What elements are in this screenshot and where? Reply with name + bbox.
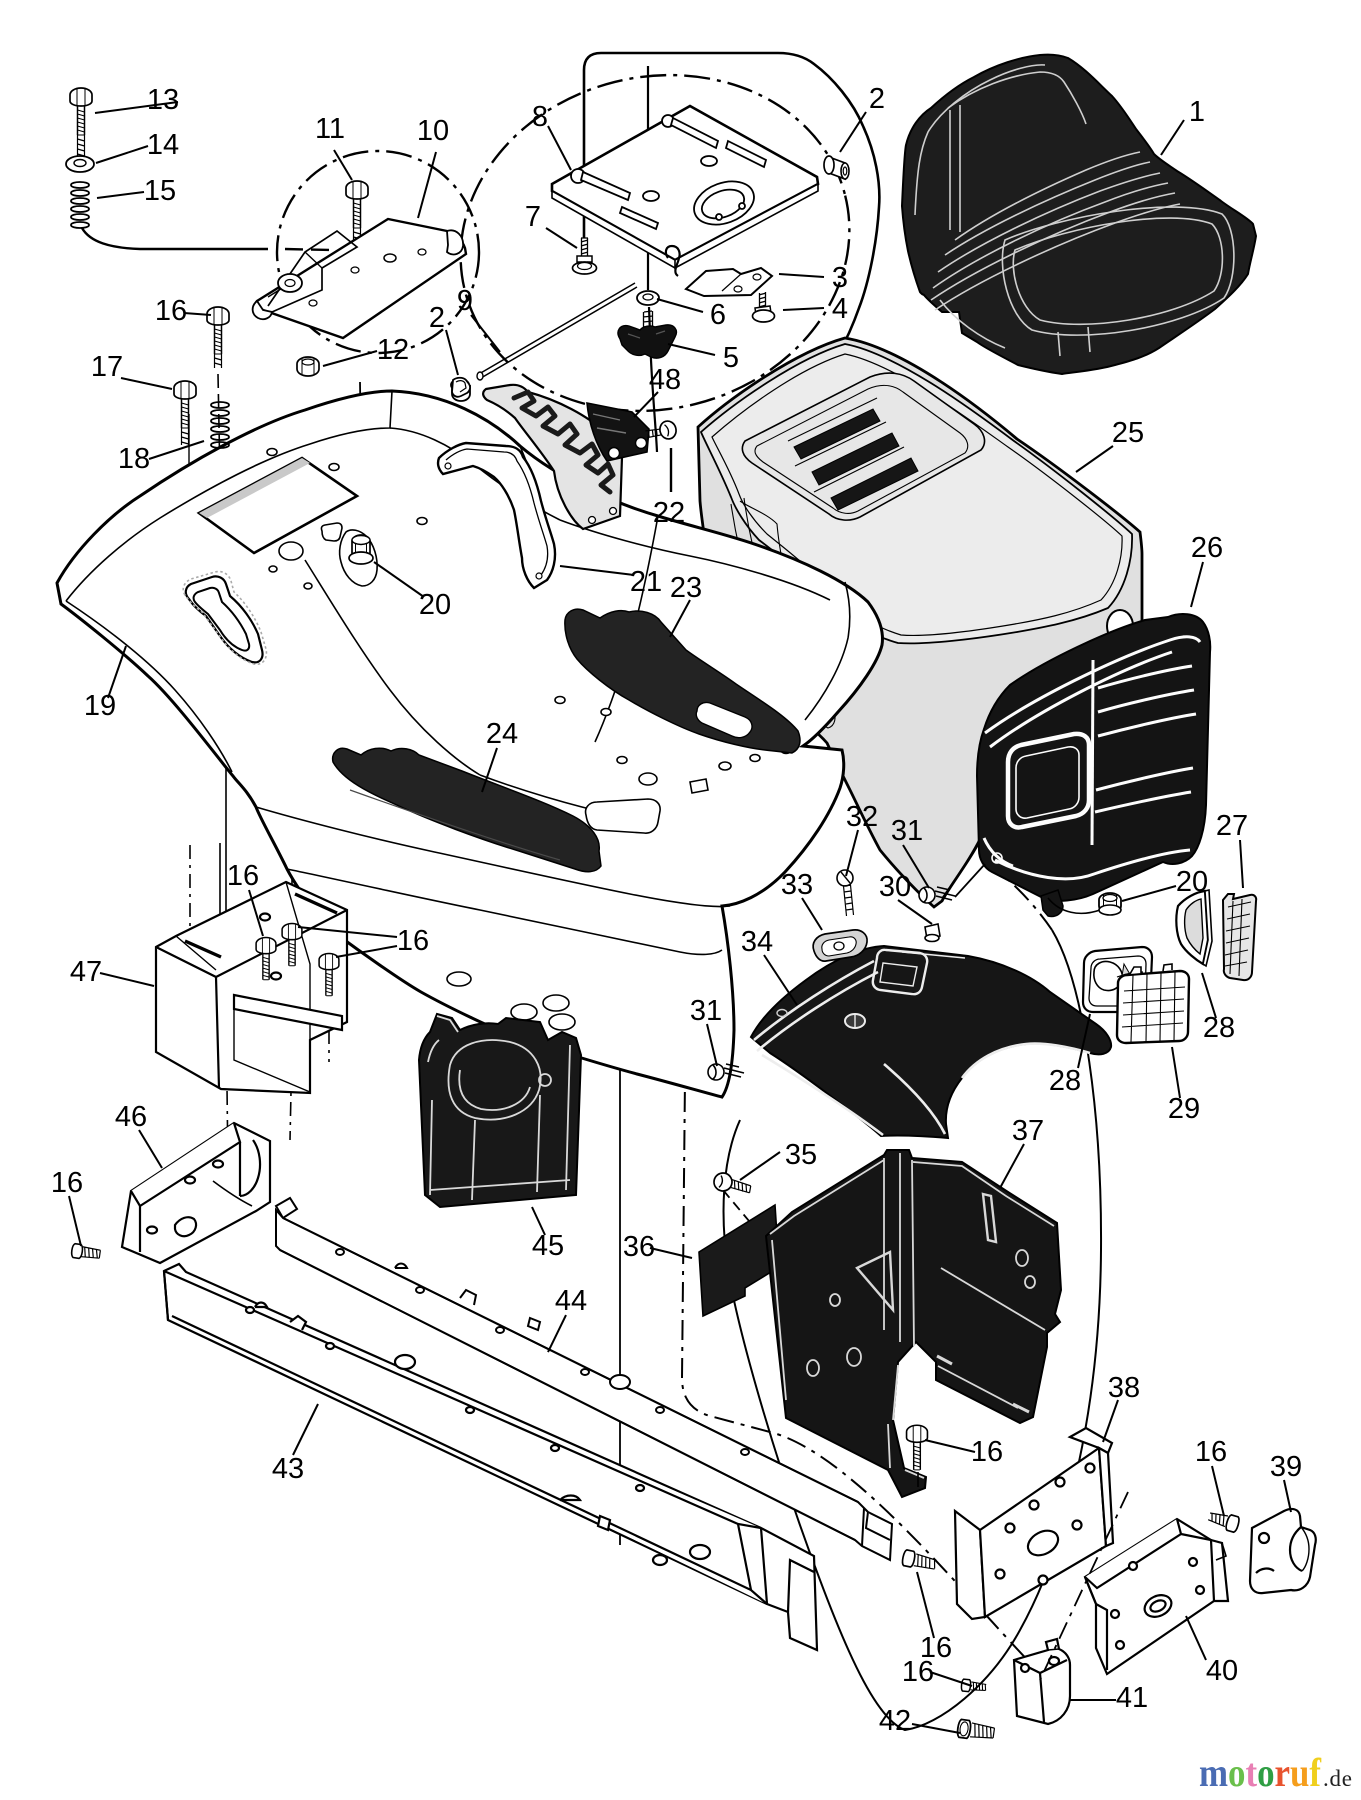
svg-text:46: 46 (115, 1101, 147, 1133)
svg-text:44: 44 (555, 1285, 587, 1317)
svg-text:16: 16 (227, 860, 259, 892)
svg-text:11: 11 (315, 113, 345, 145)
svg-text:47: 47 (70, 956, 102, 988)
svg-text:36: 36 (623, 1231, 655, 1263)
svg-text:1: 1 (1189, 96, 1205, 128)
svg-text:16: 16 (155, 295, 187, 327)
svg-text:6: 6 (710, 299, 726, 331)
svg-text:4: 4 (832, 293, 848, 325)
svg-text:34: 34 (741, 926, 773, 958)
svg-text:2: 2 (869, 83, 885, 115)
svg-text:28: 28 (1049, 1065, 1081, 1097)
svg-text:20: 20 (1176, 866, 1208, 898)
svg-text:37: 37 (1012, 1115, 1044, 1147)
svg-text:7: 7 (525, 201, 541, 233)
svg-text:19: 19 (84, 690, 116, 722)
svg-text:27: 27 (1216, 810, 1248, 842)
svg-text:21: 21 (630, 566, 662, 598)
svg-text:22: 22 (653, 497, 685, 529)
svg-text:17: 17 (91, 351, 123, 383)
svg-text:40: 40 (1206, 1655, 1238, 1687)
svg-text:43: 43 (272, 1453, 304, 1485)
svg-text:20: 20 (419, 589, 451, 621)
svg-text:.de: .de (1323, 1766, 1352, 1791)
svg-text:16: 16 (920, 1632, 952, 1664)
svg-text:18: 18 (118, 443, 150, 475)
svg-text:26: 26 (1191, 532, 1223, 564)
svg-text:28: 28 (1203, 1012, 1235, 1044)
svg-text:42: 42 (879, 1705, 911, 1737)
svg-text:16: 16 (971, 1436, 1003, 1468)
svg-text:3: 3 (832, 262, 848, 294)
svg-text:2: 2 (429, 302, 445, 334)
svg-text:45: 45 (532, 1230, 564, 1262)
svg-text:35: 35 (785, 1139, 817, 1171)
svg-text:13: 13 (147, 84, 179, 116)
svg-text:16: 16 (51, 1167, 83, 1199)
svg-text:24: 24 (486, 718, 518, 750)
svg-text:16: 16 (902, 1656, 934, 1688)
svg-text:12: 12 (377, 334, 409, 366)
svg-text:10: 10 (417, 115, 449, 147)
svg-text:39: 39 (1270, 1451, 1302, 1483)
svg-text:25: 25 (1112, 417, 1144, 449)
svg-text:48: 48 (649, 364, 681, 396)
svg-text:8: 8 (532, 101, 548, 133)
svg-text:31: 31 (891, 815, 923, 847)
svg-text:23: 23 (670, 572, 702, 604)
svg-text:9: 9 (457, 285, 473, 317)
svg-text:30: 30 (879, 871, 911, 903)
svg-text:14: 14 (147, 129, 179, 161)
svg-text:41: 41 (1116, 1682, 1148, 1714)
svg-text:15: 15 (144, 175, 176, 207)
svg-text:29: 29 (1168, 1093, 1200, 1125)
svg-text:33: 33 (781, 869, 813, 901)
svg-text:31: 31 (690, 995, 722, 1027)
svg-text:16: 16 (397, 925, 429, 957)
svg-text:5: 5 (723, 342, 739, 374)
svg-text:38: 38 (1108, 1372, 1140, 1404)
svg-text:motoruf: motoruf (1199, 1750, 1322, 1795)
svg-text:32: 32 (846, 801, 878, 833)
svg-text:16: 16 (1195, 1436, 1227, 1468)
